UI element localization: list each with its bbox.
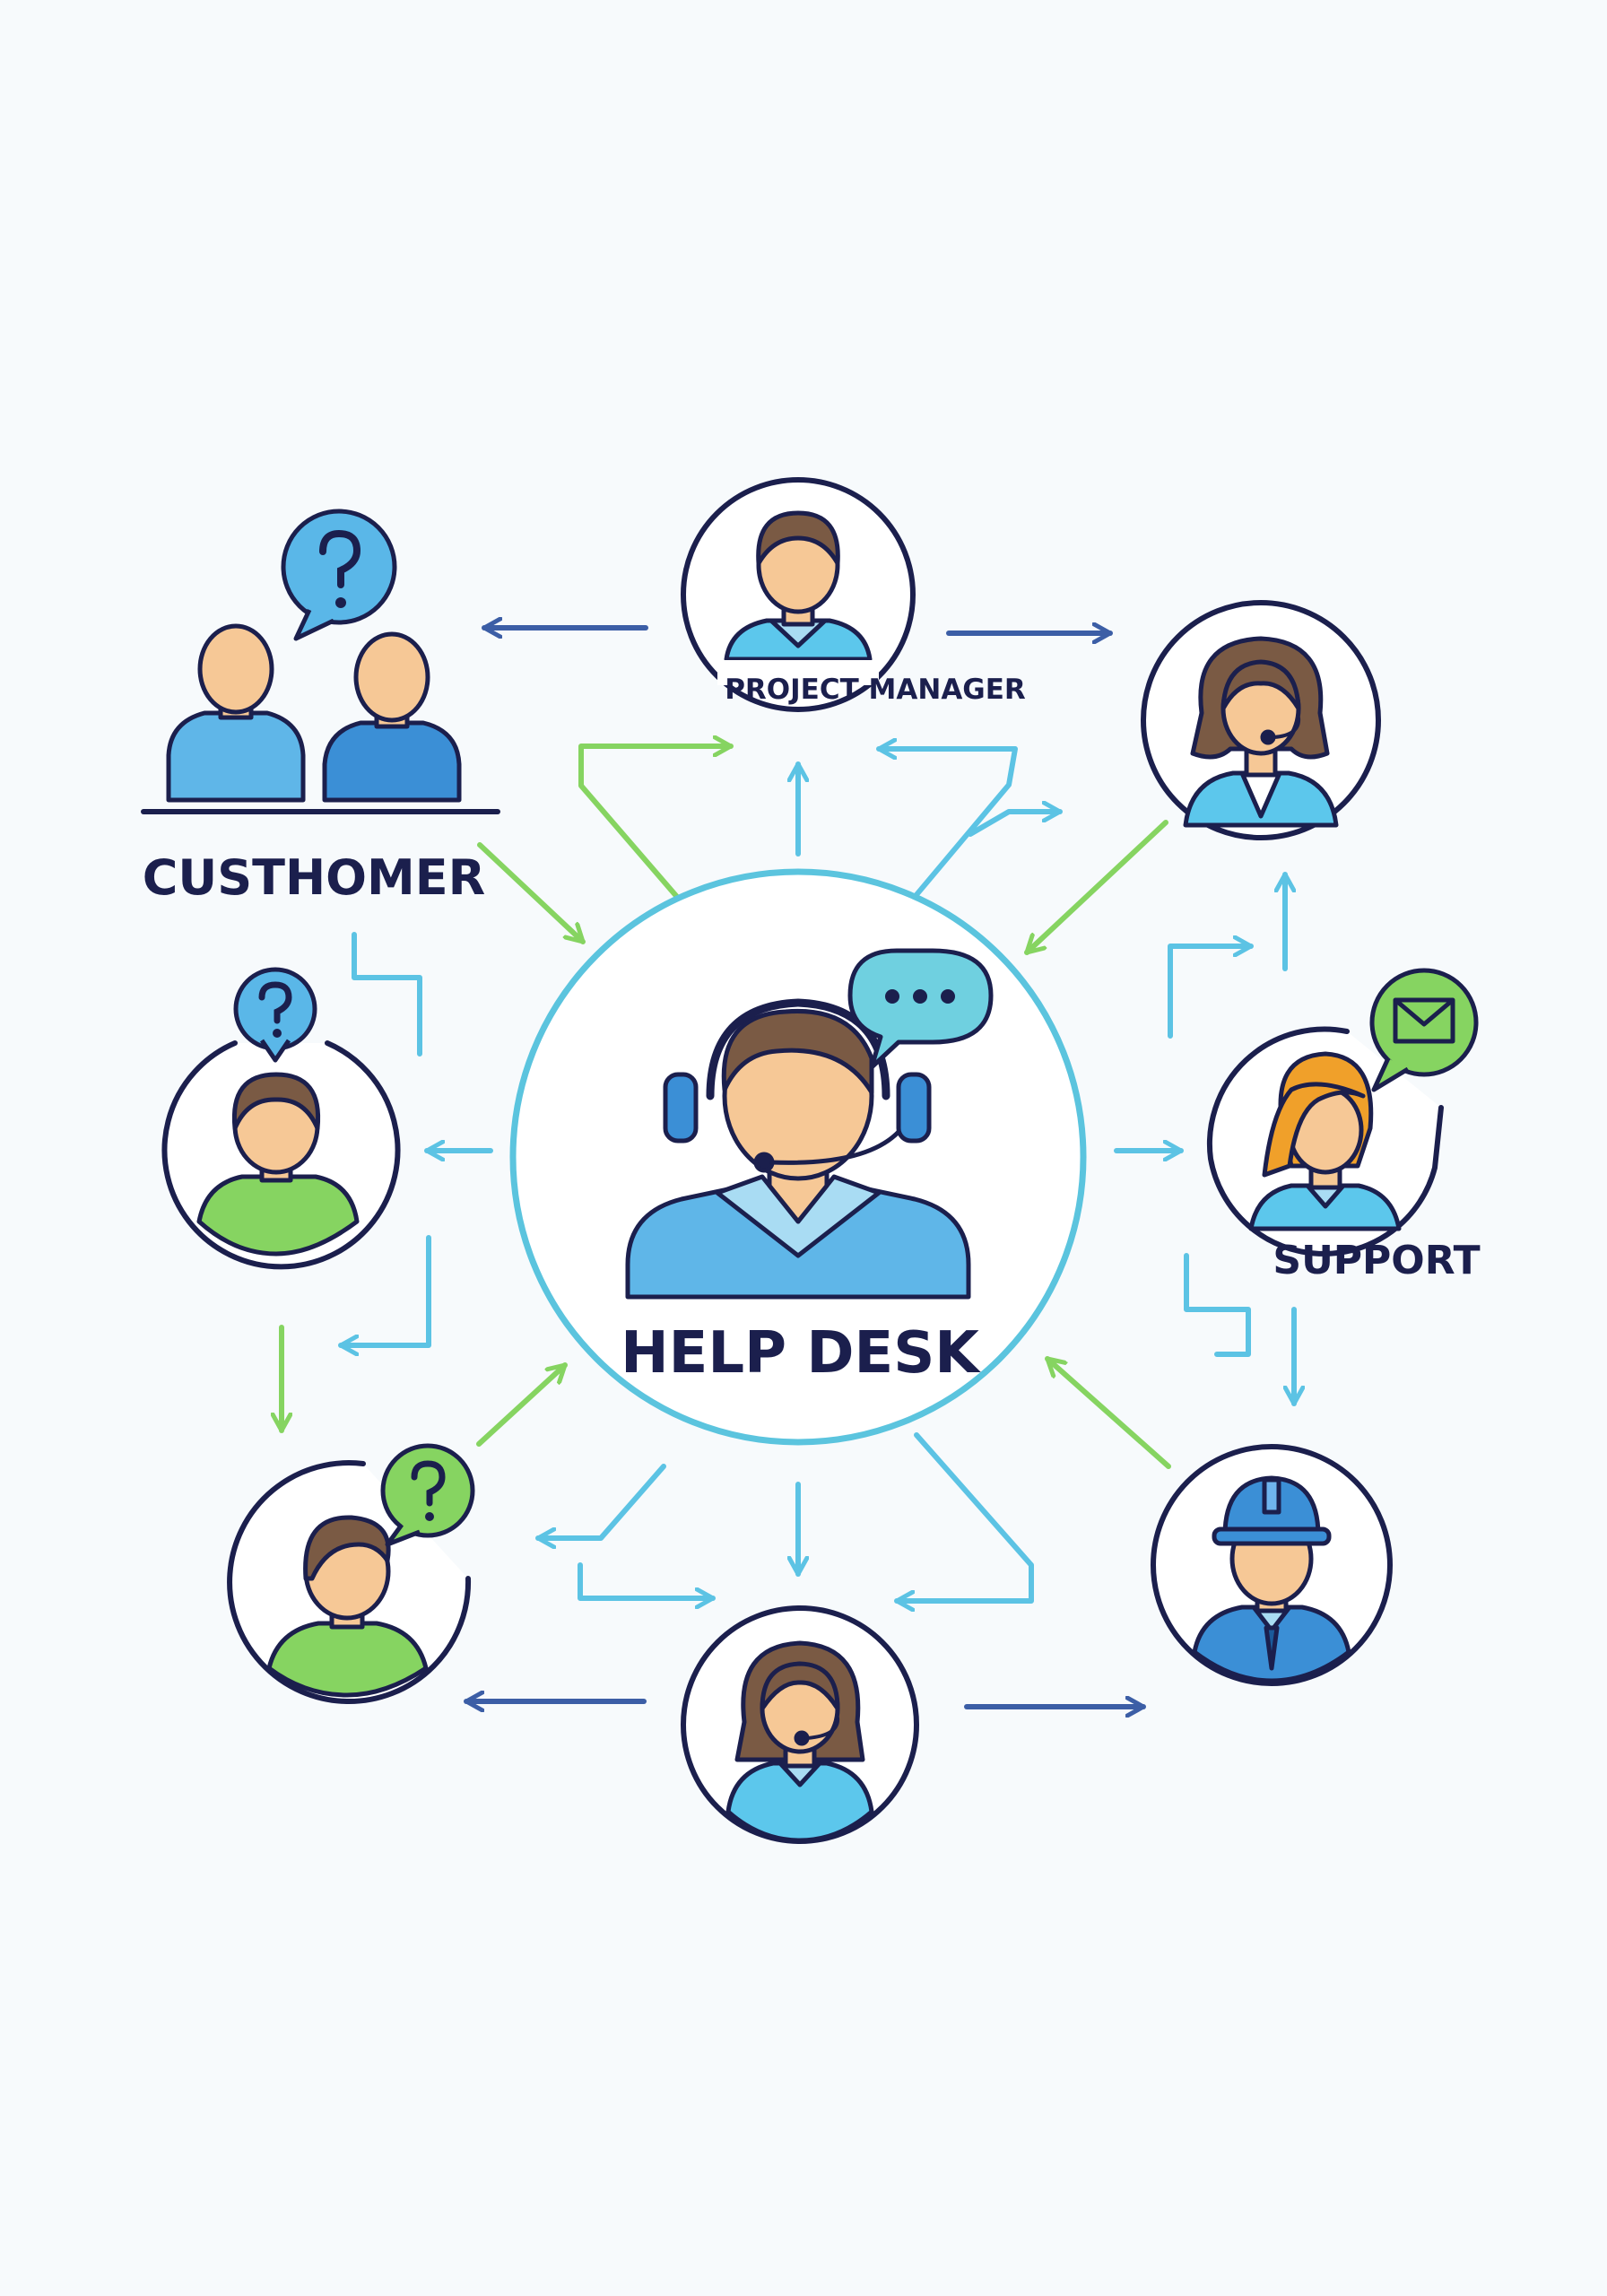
left-customer-figure: [196, 1072, 360, 1257]
project-manager-label: PROJECT MANAGER: [725, 674, 1026, 706]
chat-bubble-icon: [847, 948, 994, 1070]
help-desk-label: HELP DESK: [621, 1320, 981, 1387]
customer-figure-right: [322, 631, 462, 803]
headset-icon: [663, 998, 932, 1173]
arrow-hub-to-pm-right: [876, 749, 1018, 900]
arrow-lower-left-step: [535, 1464, 666, 1538]
arrow-customer-to-hub: [477, 842, 586, 944]
connector-arrows: [282, 628, 1294, 1707]
help-desk-hub: HELP DESK: [509, 868, 1087, 1446]
project-manager-node: PROJECT MANAGER: [681, 477, 1026, 712]
question-bubble-icon: [380, 1443, 475, 1547]
arrow-hub-lowerright-to-bottom: [894, 1432, 1034, 1601]
agent-collar: [715, 1174, 882, 1258]
project-manager-figure: [724, 510, 873, 662]
customer-label: CUSTHOMER: [143, 849, 486, 906]
arrow-step-right-bottom: [1184, 1253, 1251, 1357]
arrow-step-left-top: [352, 932, 422, 1057]
help-desk-agent-figure: [625, 1008, 971, 1300]
lower-left-customer-figure: [266, 1515, 429, 1698]
arrow-hub-to-agent-step: [968, 812, 1063, 837]
bottom-agent-figure: [725, 1640, 874, 1843]
bottom-agent-node: [681, 1605, 919, 1844]
question-bubble-icon: [233, 967, 317, 1063]
headset-agent-node: [1141, 600, 1381, 840]
arrow-engineer-to-hub: [1045, 1356, 1171, 1469]
arrow-step-left-bottom: [338, 1235, 431, 1345]
hard-hat-icon: [1212, 1475, 1332, 1546]
arrow-agent-to-hub: [1024, 820, 1168, 955]
headset-agent-figure: [1183, 636, 1339, 828]
customer-figure-left: [166, 623, 306, 803]
arrow-hub-to-pm-green: [578, 746, 734, 900]
support-figure: [1248, 1051, 1402, 1231]
support-label: SUPPORT: [1273, 1238, 1480, 1283]
engineer-node: [1151, 1444, 1393, 1686]
left-customer-node: [161, 967, 401, 1270]
mail-bubble-icon: [1369, 968, 1479, 1092]
lower-left-customer-node: [227, 1443, 475, 1704]
customer-group-node: CUSTHOMER: [141, 509, 500, 906]
support-node: SUPPORT: [1206, 968, 1481, 1283]
arrow-lowerleft-to-hub: [476, 1362, 568, 1447]
arrow-step-right-top: [1168, 946, 1254, 1039]
agent-hair: [721, 1008, 874, 1095]
question-bubble-icon: [281, 509, 397, 641]
arrow-lower-to-bottom: [578, 1562, 716, 1598]
